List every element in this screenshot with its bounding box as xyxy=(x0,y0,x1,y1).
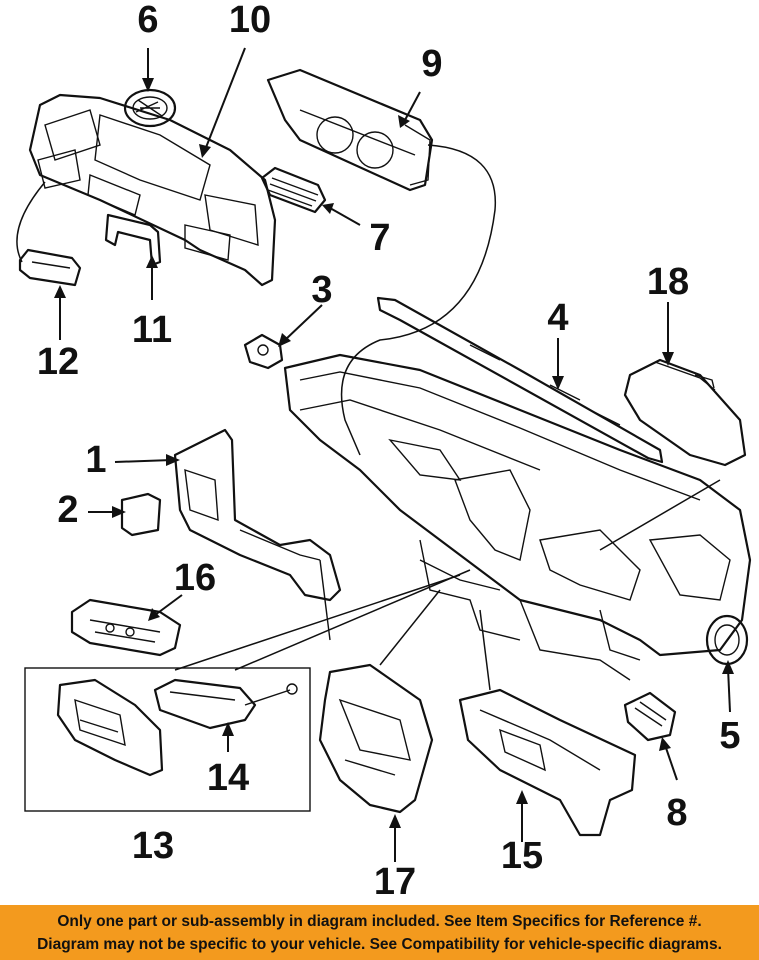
callout-1: 1 xyxy=(85,439,106,481)
part-17-center-support xyxy=(318,663,434,814)
callout-arrows xyxy=(54,47,734,862)
callout-12: 12 xyxy=(37,341,79,383)
part-6-round-vent xyxy=(123,88,177,128)
callout-18: 18 xyxy=(647,261,689,303)
callout-10: 10 xyxy=(229,0,271,41)
callout-7: 7 xyxy=(369,217,390,259)
callout-8: 8 xyxy=(666,792,687,834)
part-8-small-vent xyxy=(623,691,677,742)
part-13-assembly-box xyxy=(24,667,311,812)
main-dash-panel xyxy=(283,353,752,681)
callout-labels: 6 10 9 7 11 12 3 4 18 1 2 16 14 13 17 15… xyxy=(37,0,741,903)
callout-5: 5 xyxy=(719,715,740,757)
disclaimer-banner: Only one part or sub-assembly in diagram… xyxy=(0,905,759,960)
part-13-bezel xyxy=(56,678,164,777)
part-15-lower-panel xyxy=(458,688,637,837)
callout-3: 3 xyxy=(311,269,332,311)
callout-15: 15 xyxy=(501,835,543,877)
callout-17: 17 xyxy=(374,861,416,903)
callout-2: 2 xyxy=(57,489,78,531)
callout-11: 11 xyxy=(132,309,172,351)
part-3-clip xyxy=(243,333,284,370)
part-2-plate xyxy=(120,492,162,537)
callout-13: 13 xyxy=(132,825,174,867)
part-7-rect-vent xyxy=(260,166,327,214)
part-1-knee-panel xyxy=(173,428,342,641)
part-4-defroster xyxy=(376,296,664,464)
part-18-airbag xyxy=(623,358,747,467)
callout-16: 16 xyxy=(174,557,216,599)
part-16-control-head xyxy=(70,598,182,657)
part-9-instrument-cluster xyxy=(266,68,434,192)
part-10-cluster-bezel xyxy=(28,93,277,287)
parts-diagram: 6 10 9 7 11 12 3 4 18 1 2 16 14 13 17 15… xyxy=(16,0,752,903)
callout-4: 4 xyxy=(547,297,568,339)
callout-14: 14 xyxy=(207,757,249,799)
disclaimer-line-2: Diagram may not be specific to your vehi… xyxy=(37,936,722,953)
callout-6: 6 xyxy=(137,0,158,41)
disclaimer-line-1: Only one part or sub-assembly in diagram… xyxy=(57,913,702,930)
part-14-module xyxy=(153,678,298,730)
part-12-switch xyxy=(18,248,82,287)
part-11-bracket xyxy=(104,213,162,267)
callout-9: 9 xyxy=(421,43,442,85)
